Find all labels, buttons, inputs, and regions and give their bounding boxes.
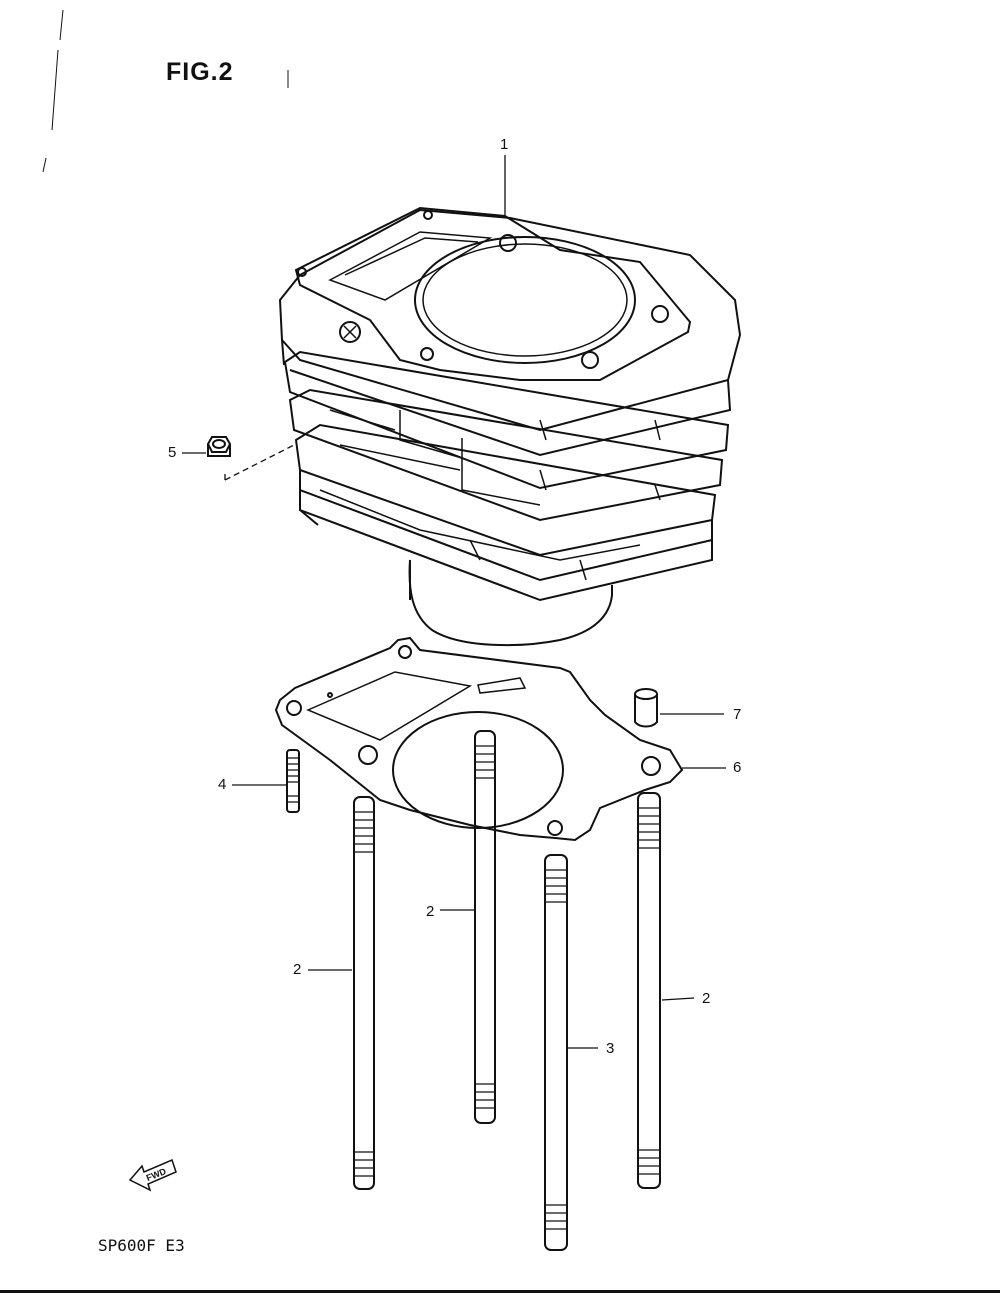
callout-5: 5 xyxy=(168,444,177,461)
nut-part[interactable] xyxy=(206,436,232,457)
leader-lines xyxy=(182,155,726,1049)
callout-2-center: 2 xyxy=(426,903,435,920)
long-stud-left[interactable] xyxy=(353,796,375,1190)
callout-2-right: 2 xyxy=(702,990,711,1007)
callout-2-left: 2 xyxy=(293,961,302,978)
long-stud-right[interactable] xyxy=(637,792,661,1189)
callout-6: 6 xyxy=(733,759,742,776)
fwd-arrow-icon: FWD xyxy=(128,1158,177,1192)
long-stud-front[interactable] xyxy=(544,854,568,1251)
callout-7: 7 xyxy=(733,706,742,723)
callout-1: 1 xyxy=(500,136,509,153)
short-stud-part[interactable] xyxy=(286,749,300,813)
callout-4: 4 xyxy=(218,776,227,793)
dowel-pin-part[interactable] xyxy=(634,688,658,728)
long-stud-center[interactable] xyxy=(474,730,496,1124)
figure-title: FIG.2 xyxy=(166,58,234,86)
leader-2c xyxy=(661,997,695,1001)
base-gasket-part[interactable] xyxy=(274,636,684,842)
model-code: SP600F E3 xyxy=(98,1236,185,1255)
leader-5-dashed xyxy=(224,443,297,481)
cylinder-part[interactable] xyxy=(278,206,742,647)
callout-3: 3 xyxy=(606,1040,615,1057)
scan-marks xyxy=(42,9,289,173)
page-bottom-border xyxy=(0,1290,1000,1293)
